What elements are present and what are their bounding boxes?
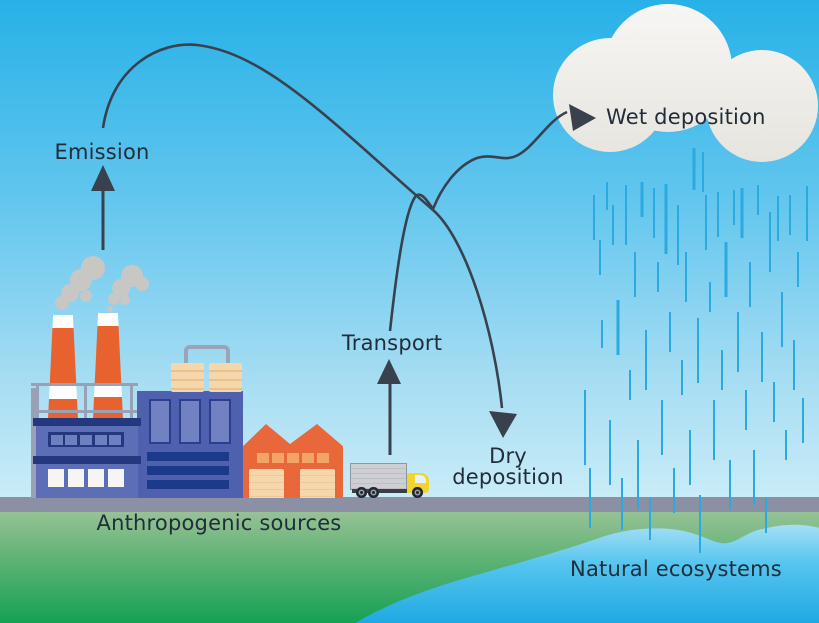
storage-tank-left [171, 363, 204, 392]
anthropogenic-sources-label: Anthropogenic sources [96, 511, 342, 535]
factory-window-tall-1 [149, 399, 171, 444]
cloud-lobe-top [604, 4, 732, 132]
dry-deposition-line1: Dry [489, 444, 527, 468]
warehouse-window-4 [302, 453, 314, 463]
cloud-lobe-right [706, 50, 818, 162]
warehouse-window-2 [272, 453, 284, 463]
strip-window [79, 434, 92, 445]
pipe-post-2 [84, 383, 87, 419]
transport-label: Transport [341, 331, 443, 355]
garage-door-right [300, 469, 335, 498]
factory-window-tall-2 [179, 399, 201, 444]
truck-windshield [415, 475, 426, 483]
natural-ecosystems-label: Natural ecosystems [570, 557, 782, 581]
factory-window-white-4 [108, 469, 124, 487]
factory-window-white-3 [88, 469, 104, 487]
emission-label: Emission [54, 140, 150, 164]
factory-roof-band [33, 418, 141, 426]
garage-door-left [249, 469, 284, 498]
truck-chassis [352, 489, 425, 493]
truck-wheel-2 [368, 487, 379, 498]
truck-wheel-3 [412, 487, 423, 498]
road [0, 497, 819, 512]
downpipe [31, 388, 36, 498]
strip-window [94, 434, 107, 445]
strip-window [109, 434, 122, 445]
truck-wheel-1 [356, 487, 367, 498]
pipe-post-1 [36, 383, 39, 419]
factory-window-tall-3 [209, 399, 231, 444]
strip-window [50, 434, 63, 445]
warehouse-window-3 [287, 453, 299, 463]
factory-louvre-1 [147, 452, 229, 461]
storage-tank-right [209, 363, 242, 392]
factory-window-strip [48, 432, 124, 447]
factory-mid-band [33, 456, 141, 464]
truck-cargo-box [350, 463, 407, 490]
factory-louvre-2 [147, 466, 229, 475]
water-shape [355, 524, 819, 623]
warehouse-window-5 [317, 453, 329, 463]
pipe-post-3 [130, 383, 133, 419]
factory-louvre-3 [147, 480, 229, 489]
warehouse-window-1 [257, 453, 269, 463]
strip-window [65, 434, 78, 445]
factory-window-white-2 [68, 469, 84, 487]
dry-deposition-label: Dry deposition [452, 446, 563, 488]
factory-chimney-left [47, 315, 79, 420]
factory-window-white-1 [48, 469, 64, 487]
dry-deposition-line2: deposition [452, 465, 564, 489]
wet-deposition-label: Wet deposition [606, 105, 766, 129]
